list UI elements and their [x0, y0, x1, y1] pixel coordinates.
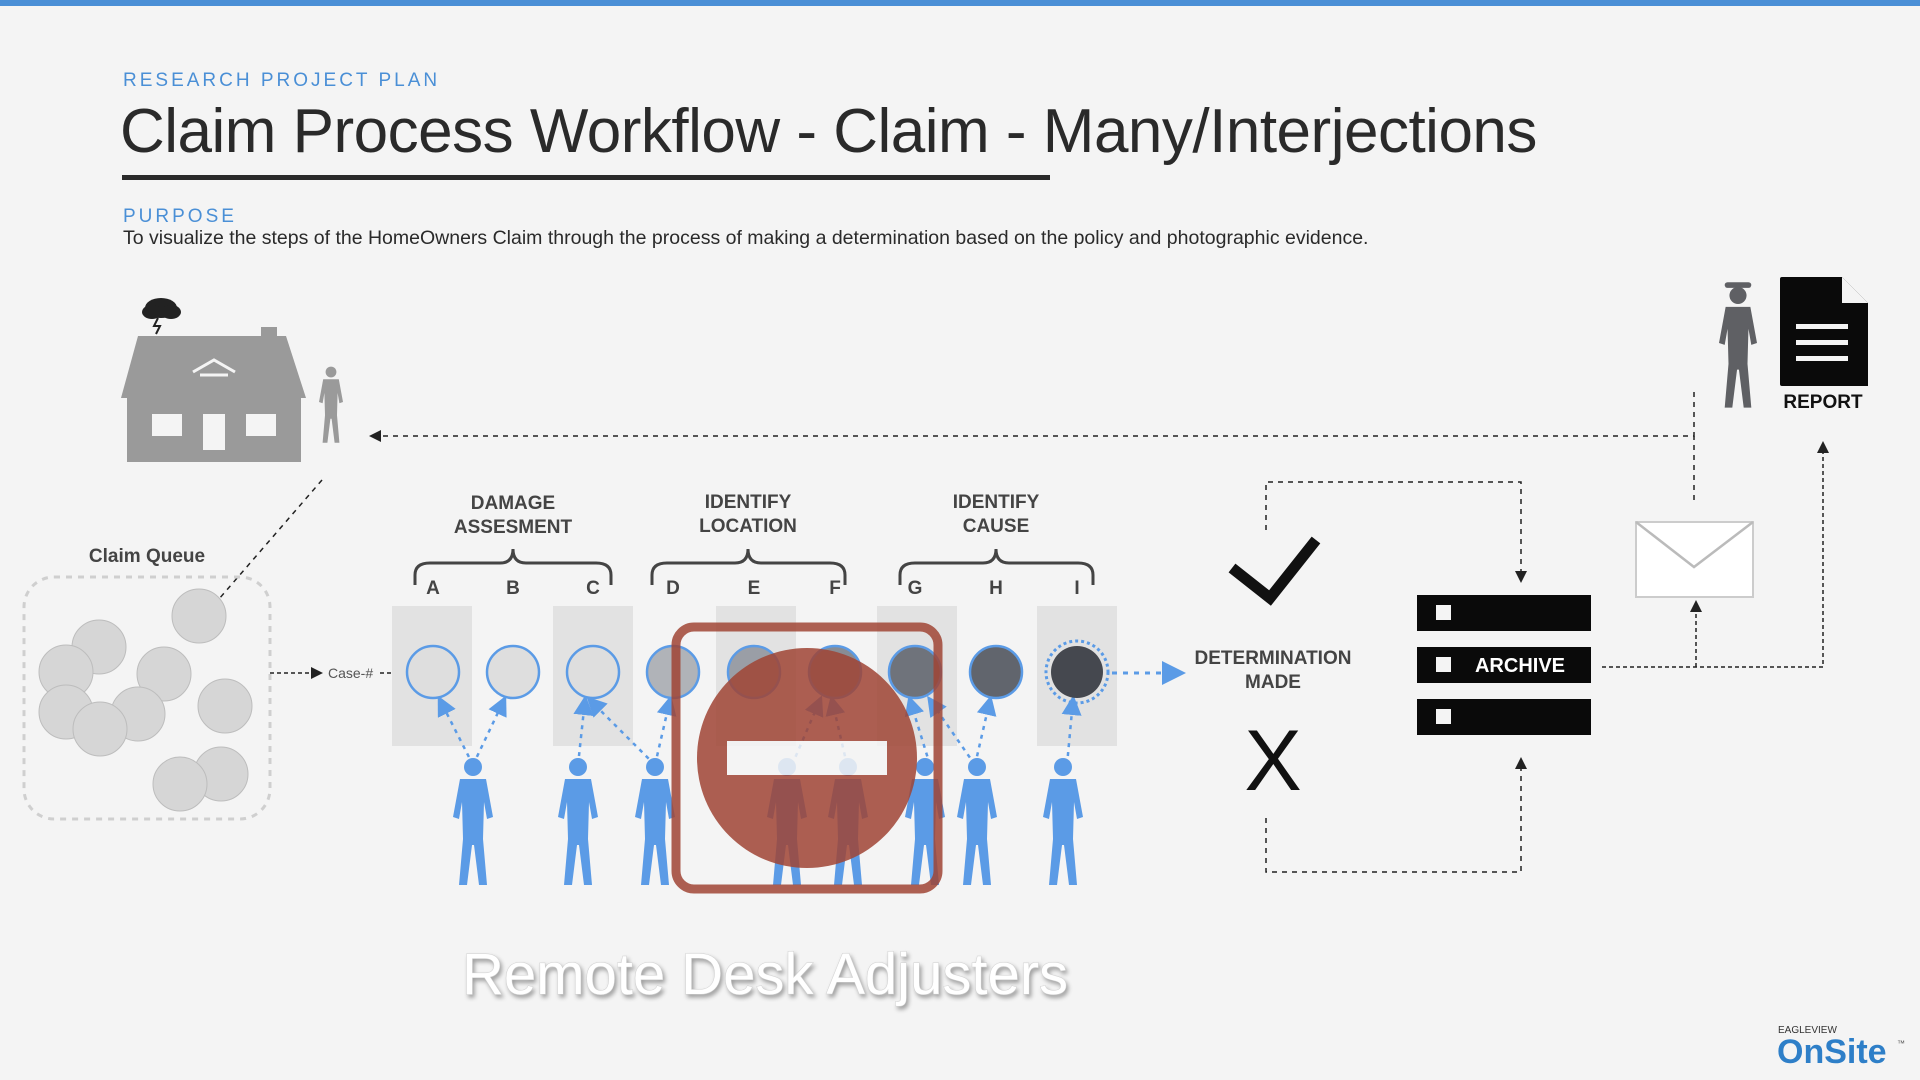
step-letter: E: [748, 578, 761, 599]
adjuster-icon: [635, 758, 675, 885]
step-letter: F: [829, 578, 841, 599]
group-title-line1: DAMAGE: [471, 493, 555, 514]
homeowner-icon: [319, 366, 343, 443]
group-brace: [898, 548, 1095, 585]
group-title-line2: LOCATION: [699, 516, 797, 537]
svg-text:EAGLEVIEW: EAGLEVIEW: [1778, 1025, 1837, 1036]
step-letter: G: [908, 578, 923, 599]
svg-text:™: ™: [1897, 1039, 1905, 1048]
step-letter: H: [989, 578, 1003, 599]
purpose-label: PURPOSE: [123, 206, 237, 227]
adjusters-label: Remote Desk Adjusters: [462, 942, 1068, 1007]
step-letter: C: [586, 578, 600, 599]
step-node-active: [1051, 646, 1103, 698]
queued-claim: [72, 701, 128, 757]
step-letter: D: [666, 578, 680, 599]
step-node: [485, 644, 541, 700]
group-title-line1: IDENTIFY: [953, 492, 1040, 513]
group-identify-location: IDENTIFY LOCATION: [650, 492, 847, 585]
determination-line2: MADE: [1245, 672, 1301, 693]
queued-claim: [197, 678, 253, 734]
case-label: Case-#: [328, 665, 373, 681]
house-icon: [121, 327, 306, 462]
page-title: Claim Process Workflow - Claim - Many/In…: [120, 97, 1537, 166]
archive-label: ARCHIVE: [1475, 655, 1565, 677]
claim-queue-label: Claim Queue: [89, 546, 205, 567]
eagleview-onsite-logo: EAGLEVIEW OnSite ™: [1777, 1025, 1905, 1071]
group-title-line2: CAUSE: [963, 516, 1030, 537]
group-brace: [413, 548, 613, 585]
step-letter: I: [1074, 578, 1079, 599]
top-accent-bar: [0, 0, 1920, 6]
queued-claim: [152, 756, 208, 812]
step-letter: A: [426, 578, 440, 599]
step-node: [968, 644, 1024, 700]
report-document-icon: [1780, 277, 1868, 386]
group-identify-cause: IDENTIFY CAUSE: [898, 492, 1095, 585]
claim-queue-container: [22, 575, 272, 821]
adjuster-icon: [558, 758, 598, 885]
report-label: REPORT: [1783, 392, 1863, 413]
storm-cloud-icon: [142, 298, 181, 335]
queued-claim: [136, 646, 192, 702]
claim-queue-items: [38, 588, 253, 812]
queued-claim: [171, 588, 227, 644]
no-entry-icon: [671, 622, 943, 894]
envelope-icon: [1635, 521, 1754, 598]
step-letter: B: [506, 578, 520, 599]
step-node: [565, 644, 621, 700]
group-brace: [650, 548, 847, 585]
adjuster-icon: [1043, 758, 1083, 885]
group-title-line2: ASSESMENT: [454, 517, 573, 538]
eyebrow-label: RESEARCH PROJECT PLAN: [123, 70, 441, 91]
purpose-text: To visualize the steps of the HomeOwners…: [123, 227, 1369, 249]
determination-line1: DETERMINATION: [1195, 648, 1352, 669]
step-letters: A B C D E F G H I: [426, 578, 1080, 599]
reject-mark: X: [1244, 713, 1301, 809]
svg-text:OnSite: OnSite: [1777, 1033, 1887, 1071]
step-node: [405, 644, 461, 700]
group-damage-assessment: DAMAGE ASSESMENT: [413, 493, 613, 585]
adjuster-icon: [957, 758, 997, 885]
title-underline: [122, 175, 1050, 180]
step-node: [887, 644, 943, 700]
group-title-line1: IDENTIFY: [705, 492, 792, 513]
archive-stack: ARCHIVE: [1417, 595, 1591, 735]
contractor-icon: [1719, 282, 1757, 408]
adjuster-icon: [453, 758, 493, 885]
checkmark-icon: [1228, 536, 1321, 606]
